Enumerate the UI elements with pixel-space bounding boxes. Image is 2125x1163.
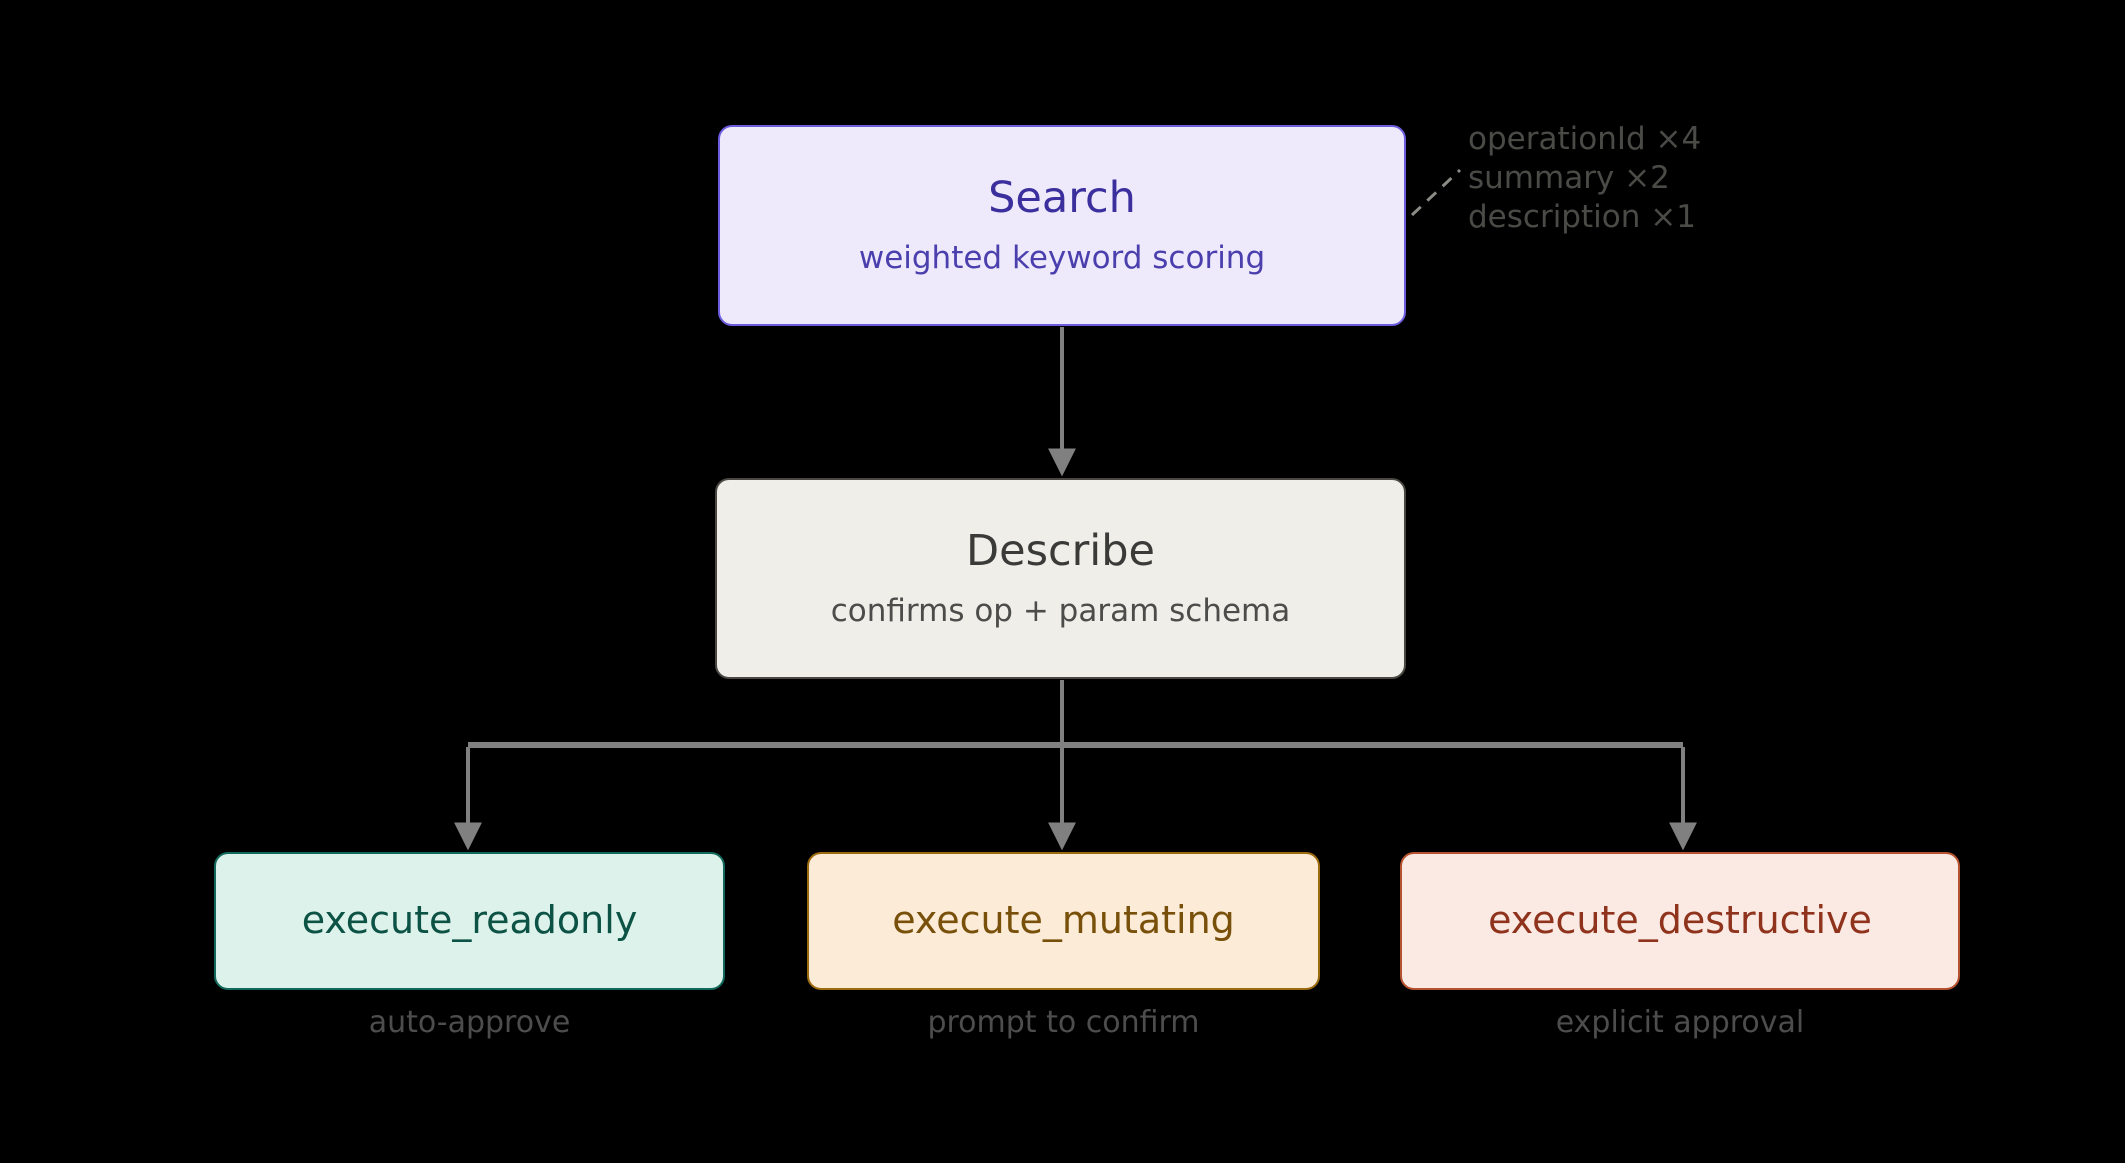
caption-execute-destructive: explicit approval — [1555, 1005, 1805, 1040]
node-search-subtitle: weighted keyword scoring — [858, 239, 1266, 276]
annotation-leader-line — [1410, 168, 1462, 217]
node-search[interactable]: Search weighted keyword scoring — [718, 125, 1406, 326]
caption-execute-mutating: prompt to confirm — [927, 1005, 1200, 1040]
annotation-line-summary: summary ×2 — [1468, 159, 1670, 196]
node-execute-mutating[interactable]: execute_mutating — [807, 852, 1320, 990]
search-ranking-annotation: operationId ×4 summary ×2 description ×1 — [1468, 120, 1701, 236]
annotation-line-description: description ×1 — [1468, 198, 1696, 235]
node-execute-readonly-title: execute_readonly — [301, 898, 638, 943]
node-execute-readonly[interactable]: execute_readonly — [214, 852, 725, 990]
node-execute-mutating-title: execute_mutating — [892, 898, 1235, 943]
node-describe-subtitle: confirms op + param schema — [830, 592, 1291, 629]
node-describe-title: Describe — [966, 526, 1155, 577]
node-search-title: Search — [988, 173, 1136, 224]
caption-execute-readonly: auto-approve — [368, 1005, 571, 1040]
node-execute-destructive[interactable]: execute_destructive — [1400, 852, 1960, 990]
annotation-line-operation-id: operationId ×4 — [1468, 121, 1702, 157]
node-execute-destructive-title: execute_destructive — [1488, 898, 1872, 943]
node-describe[interactable]: Describe confirms op + param schema — [715, 478, 1406, 679]
